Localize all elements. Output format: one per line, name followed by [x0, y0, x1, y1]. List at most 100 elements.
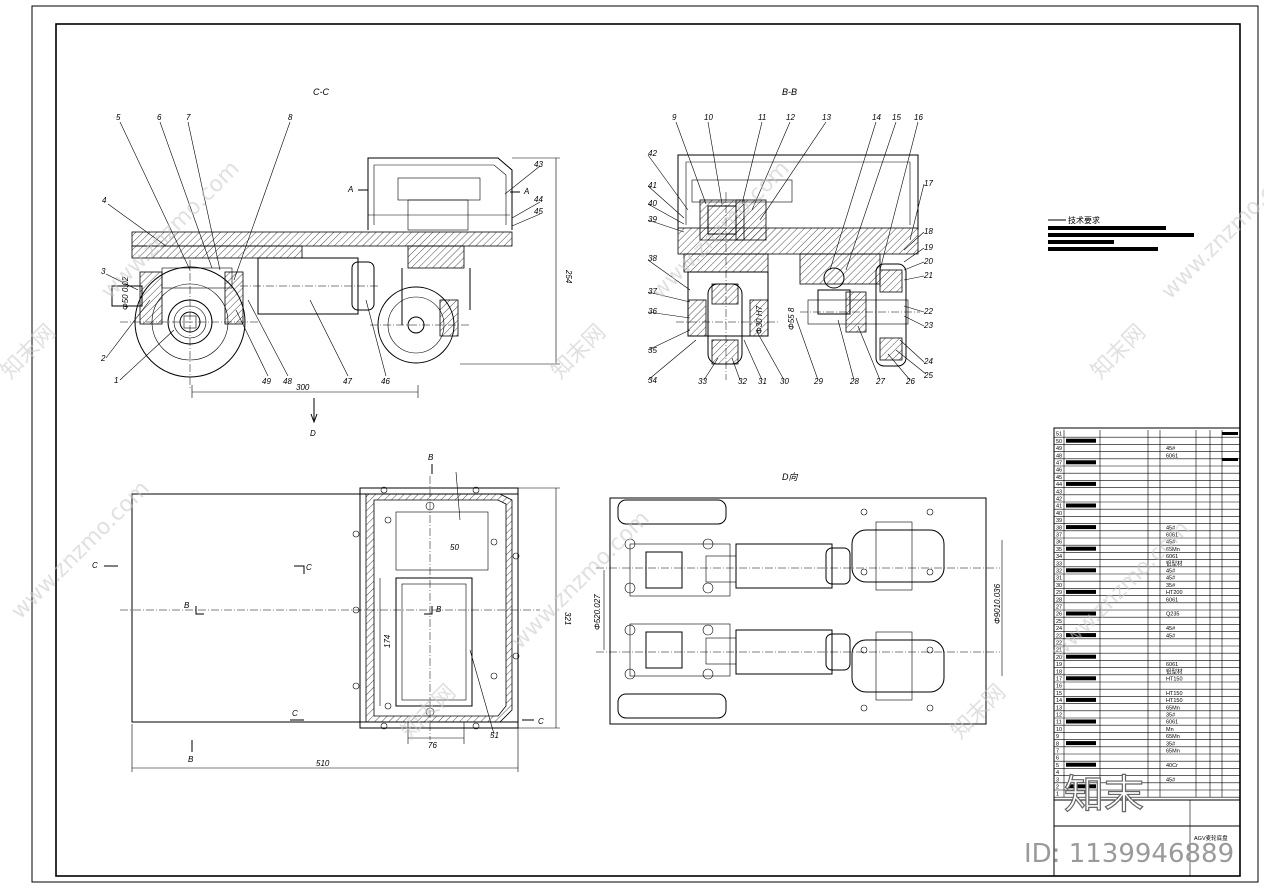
bom-row-number: 22	[1056, 641, 1062, 647]
bom-redacted-code	[1066, 481, 1096, 486]
plan-dim-174: 174	[383, 634, 392, 648]
view-d: D向 Φ520.027	[593, 472, 1003, 725]
cc-marker-d: D	[310, 429, 316, 438]
watermark-brand-5: 知末网	[947, 680, 1011, 744]
cc-callout-3: 3	[101, 267, 106, 276]
cc-callout-49: 49	[262, 377, 271, 386]
cc-callout-6: 6	[157, 113, 162, 122]
bom-redacted-code	[1066, 611, 1096, 616]
view-bb-title: B-B	[782, 87, 797, 97]
bom-redacted-code	[1066, 546, 1096, 551]
bom-row-number: 14	[1056, 698, 1062, 704]
bom-row-number: 31	[1056, 576, 1062, 582]
bb-callout-42: 42	[648, 149, 657, 158]
bom-row-material: 45#	[1166, 540, 1176, 546]
cc-callout-5: 5	[116, 113, 121, 122]
plan-dim-321: 321	[563, 612, 572, 625]
d-caster-bottom	[851, 639, 945, 693]
bom-row-number: 28	[1056, 597, 1062, 603]
bom-row-number: 25	[1056, 619, 1062, 625]
bom-row-number: 47	[1056, 461, 1062, 467]
plan-label-50: 50	[450, 543, 459, 552]
bb-dim-fit2: Φ30 H7	[755, 305, 764, 334]
bb-callout-29: 29	[813, 377, 823, 386]
cc-callout-2: 2	[100, 354, 106, 363]
bom-row-material: 45#	[1166, 446, 1176, 452]
cc-top-cover	[367, 157, 513, 230]
plan-box-50	[395, 511, 489, 571]
bom-row-material: 6061	[1166, 453, 1178, 459]
bom-row-material: Mn	[1166, 727, 1174, 733]
bb-callout-33: 33	[698, 377, 707, 386]
bom-row-material: 铝型材	[1166, 559, 1183, 567]
bom-row-number: 34	[1056, 554, 1062, 560]
bom-row-material: 65Mn	[1166, 734, 1180, 740]
plan-marker-c-left: C	[92, 561, 98, 570]
bom-row-material: 65Mn	[1166, 705, 1180, 711]
bom-redacted-code	[1066, 676, 1096, 681]
bom-row-number: 40	[1056, 511, 1062, 517]
d-motor-top	[735, 543, 833, 589]
cc-callout-1: 1	[114, 376, 118, 385]
bom-row-number: 2	[1056, 785, 1059, 791]
bom-row-number: 10	[1056, 727, 1062, 733]
cc-callout-48: 48	[283, 377, 292, 386]
plan-marker-c-mid: C	[306, 563, 312, 572]
bom-row-number: 19	[1056, 662, 1062, 668]
tech-requirements-title: 技术要求	[1068, 215, 1100, 225]
bb-callout-12: 12	[786, 113, 795, 122]
bb-callout-31: 31	[758, 377, 767, 386]
bom-redacted-code	[1066, 741, 1096, 746]
bom-row-material: 45#	[1166, 576, 1176, 582]
bom-redacted-code	[1066, 719, 1096, 724]
bom-row-material: 6061	[1166, 533, 1178, 539]
bom-row-material: 45#	[1166, 777, 1176, 783]
plan-marker-b-bottom: B	[188, 755, 194, 764]
bom-row-material: 45#	[1166, 626, 1176, 632]
bb-callout-13: 13	[822, 113, 831, 122]
bb-callout-36: 36	[648, 307, 657, 316]
cc-callout-8: 8	[288, 113, 293, 122]
bom-row-number: 5	[1056, 763, 1059, 769]
bb-callout-40: 40	[648, 199, 657, 208]
bb-callout-32: 32	[738, 377, 747, 386]
bom-redacted-code	[1066, 762, 1096, 767]
bom-row-number: 21	[1056, 648, 1062, 654]
bb-top-cover	[677, 154, 919, 230]
bom-row-number: 18	[1056, 669, 1062, 675]
bom-row-material: 6061	[1166, 662, 1178, 668]
d-wheel-top-left	[617, 499, 727, 525]
outer-border	[31, 5, 1259, 883]
bom-row-material: 40Cr	[1166, 763, 1178, 769]
plan-marker-c-bottom: C	[292, 709, 298, 718]
bom-row-material: Q235	[1166, 612, 1179, 618]
bom-redacted-code	[1066, 633, 1096, 638]
bb-right-wheel	[875, 263, 907, 367]
bom-row-number: 38	[1056, 525, 1062, 531]
bom-row-material: 35#	[1166, 713, 1176, 719]
bom-row-material: 35#	[1166, 583, 1176, 589]
bb-callout-38: 38	[648, 254, 657, 263]
bom-row-number: 24	[1056, 626, 1062, 632]
bom-redacted-code	[1066, 697, 1096, 702]
watermark-brand-1: 知末网	[0, 320, 61, 384]
bom-row-number: 27	[1056, 605, 1062, 611]
bom-row-number: 1	[1056, 792, 1059, 798]
bb-callout-28: 28	[849, 377, 859, 386]
d-base-plate	[609, 497, 987, 725]
bb-callout-16: 16	[914, 113, 923, 122]
bom-row-number: 50	[1056, 439, 1062, 445]
bom-row-number: 30	[1056, 583, 1062, 589]
bom-row-material: 铝型材	[1166, 667, 1183, 675]
watermark-logo: 知末	[1064, 772, 1144, 818]
bom-row-number: 35	[1056, 547, 1062, 553]
bb-base-plate	[677, 227, 919, 255]
bb-callout-27: 27	[875, 377, 885, 386]
bom-row-material: 65Mn	[1166, 547, 1180, 553]
d-dim-left: Φ520.027	[593, 594, 602, 630]
cc-callout-4: 4	[102, 196, 107, 205]
bb-callout-14: 14	[872, 113, 881, 122]
bb-callout-19: 19	[924, 243, 933, 252]
bom-row-number: 20	[1056, 655, 1062, 661]
